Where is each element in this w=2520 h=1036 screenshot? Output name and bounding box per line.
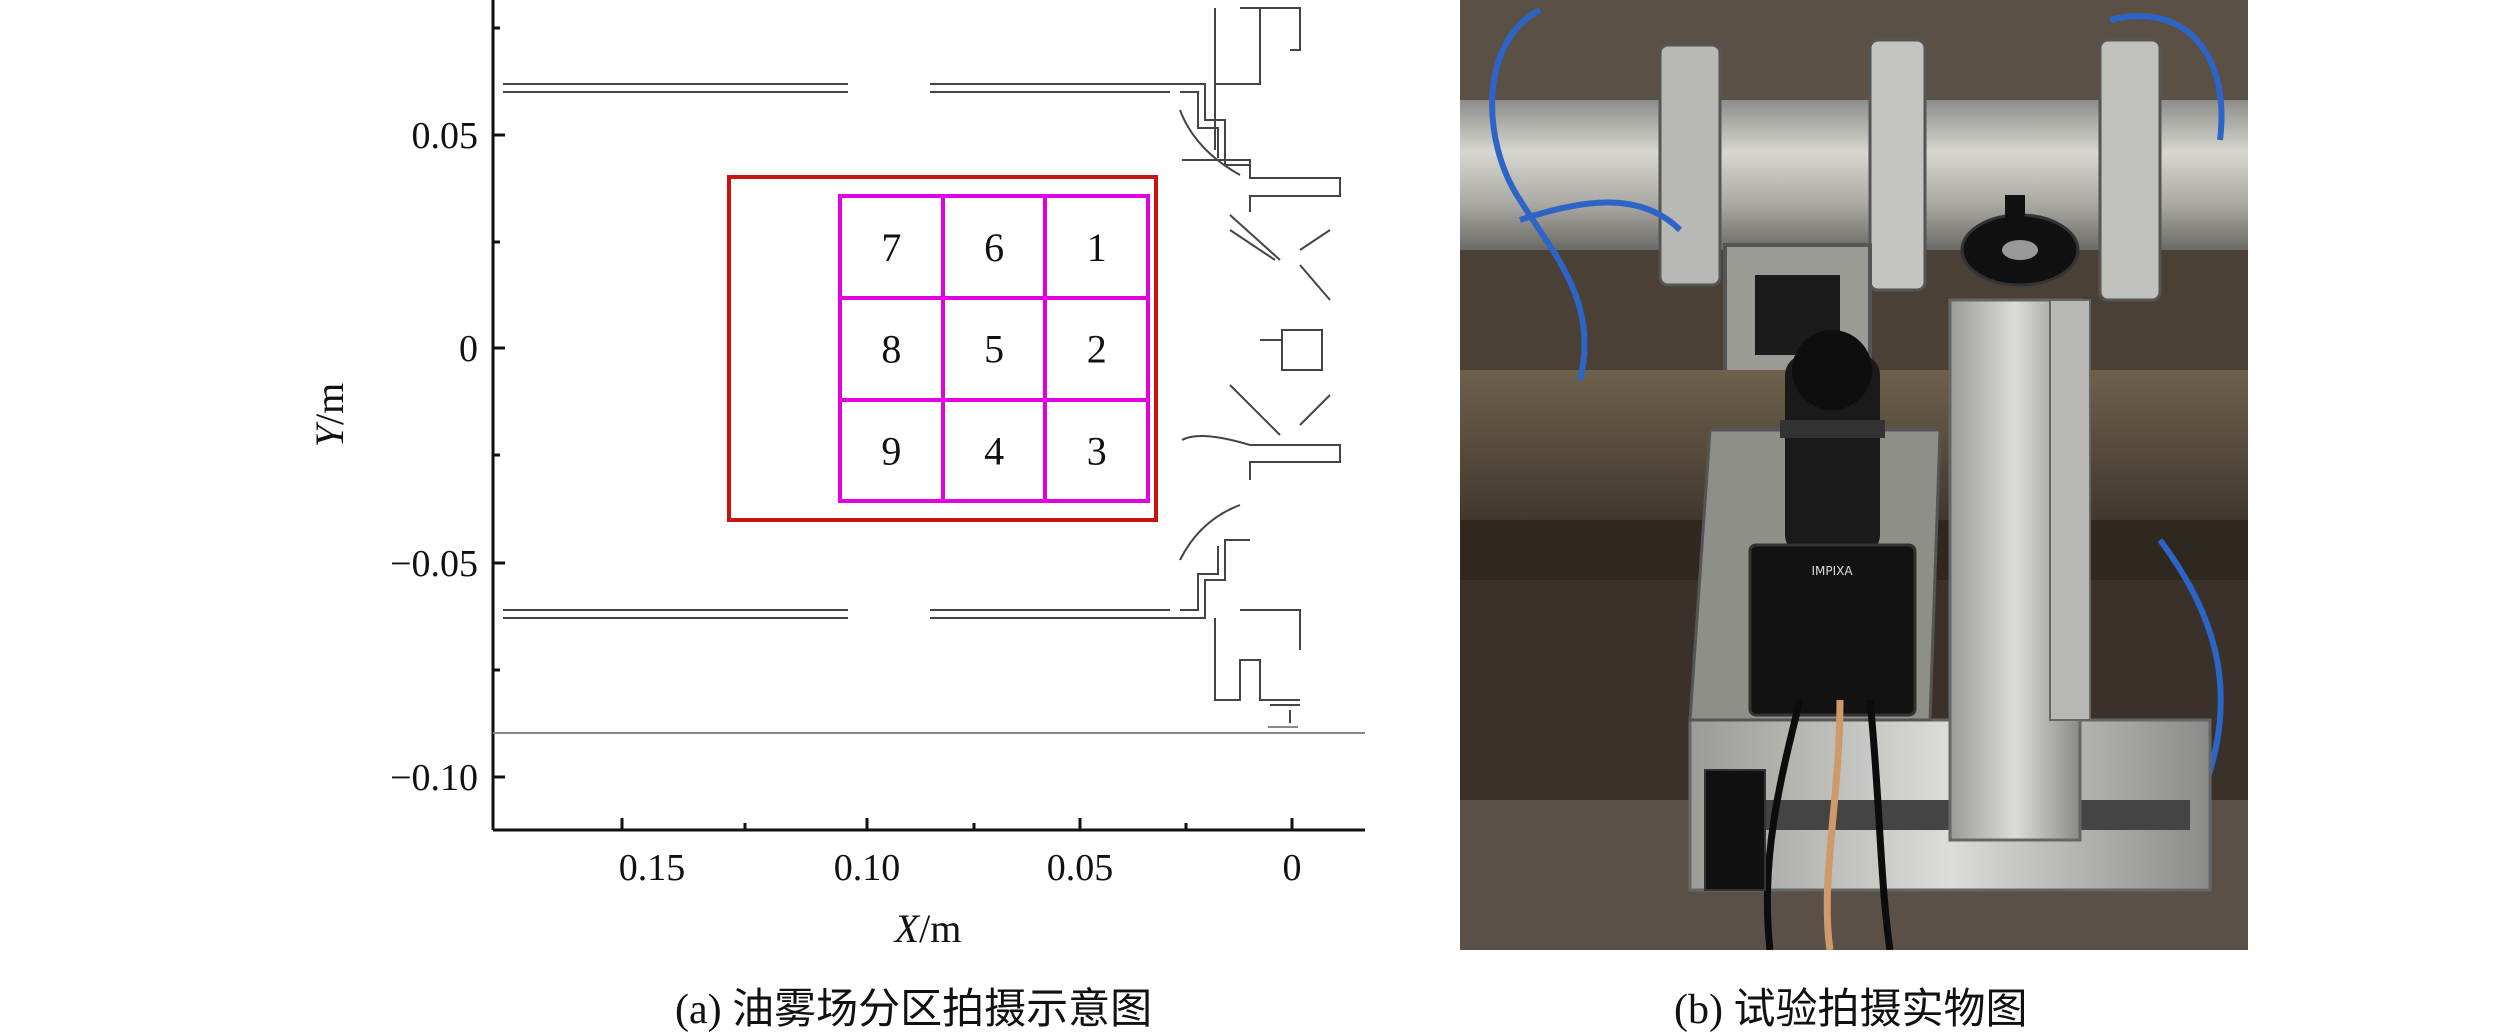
y-tick-label: 0.05 xyxy=(412,115,479,157)
panel-a-diagram: 0.05 0 −0.05 −0.10 0.15 0.10 0.05 0 X/m … xyxy=(307,0,1365,1033)
measurement-region-outline xyxy=(727,175,1158,522)
y-axis-title: Y/m xyxy=(307,383,352,447)
shooting-grid xyxy=(838,194,1150,503)
caption-a: (a) 油雾场分区拍摄示意图 xyxy=(675,987,1153,1033)
camera-lens xyxy=(1785,355,1880,555)
y-tick-label: −0.10 xyxy=(390,757,478,799)
camera-body xyxy=(1748,543,1917,717)
grid-cell-label: 2 xyxy=(1087,327,1107,372)
combustor-outline xyxy=(493,7,1365,734)
panel-b-photo: IMPIXA (b) 试验拍摄实物图 xyxy=(1460,0,2260,1033)
diagram-svg: 0.05 0 −0.05 −0.10 0.15 0.10 0.05 0 X/m … xyxy=(307,0,1365,951)
y-ticks xyxy=(493,26,505,779)
grid-cell-label: 3 xyxy=(1087,428,1107,473)
blue-hoses xyxy=(1489,7,2225,802)
caption-b: (b) 试验拍摄实物图 xyxy=(1674,987,2028,1033)
grid-cell-label: 7 xyxy=(881,225,901,270)
x-ticks xyxy=(620,818,1294,830)
grid-cell-label: 9 xyxy=(881,428,901,473)
grid-cell-labels: 7 6 1 8 5 2 9 4 3 xyxy=(881,225,1106,473)
grid-cell-label: 4 xyxy=(984,428,1004,473)
photo-illustration: IMPIXA xyxy=(1460,0,2248,950)
grid-cell-label: 1 xyxy=(1087,225,1107,270)
x-axis-title: X/m xyxy=(893,906,962,951)
camera-label: IMPIXA xyxy=(1811,564,1853,578)
experiment-photo: IMPIXA xyxy=(1460,0,2248,950)
grid-cell-label: 6 xyxy=(984,225,1004,270)
x-tick-label: 0.15 xyxy=(619,847,686,889)
grid-cell-label: 5 xyxy=(984,327,1004,372)
y-tick-label: −0.05 xyxy=(390,543,478,585)
y-tick-label: 0 xyxy=(459,328,478,370)
grid-cell-label: 8 xyxy=(881,327,901,372)
x-tick-label: 0.05 xyxy=(1047,847,1114,889)
x-tick-label: 0.10 xyxy=(834,847,901,889)
pipe-flanges xyxy=(1658,38,2162,302)
x-tick-label: 0 xyxy=(1283,847,1302,889)
